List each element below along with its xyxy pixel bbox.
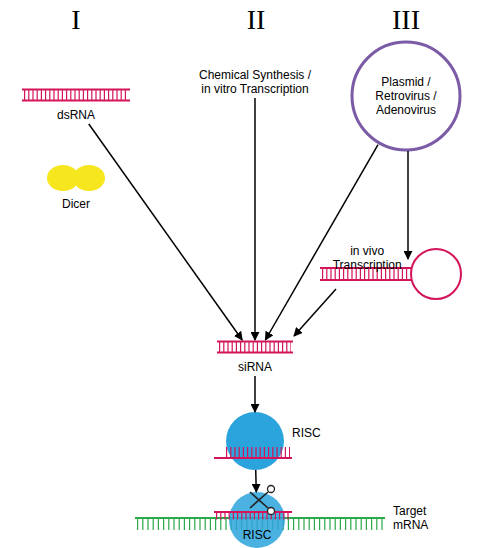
- flow-arrow: [265, 145, 378, 340]
- base-pairs: [24, 90, 128, 100]
- scissors-handle: [268, 486, 275, 493]
- risc-body: [226, 412, 284, 470]
- node-label: RISC: [229, 528, 285, 542]
- node-label: Plasmid / Retrovirus / Adenovirus: [371, 75, 441, 117]
- risc-complex: RISC: [226, 412, 284, 470]
- node-label: Chemical Synthesis / in vitro Transcript…: [196, 68, 314, 96]
- processing-arrow: [294, 289, 336, 336]
- flow-arrow: [89, 124, 242, 340]
- edge-label: in vivo Transcription: [330, 244, 405, 272]
- flow-arrow: [254, 376, 256, 412]
- flow-arrow: [254, 98, 256, 340]
- strand-backbone: [22, 90, 130, 101]
- node-label: Dicer: [45, 197, 107, 211]
- sirna-duplex: siRNA: [215, 340, 295, 376]
- vector-outline: [352, 42, 460, 150]
- dicer-enzyme: Dicer: [45, 163, 107, 215]
- node-label: dsRNA: [20, 108, 132, 122]
- node-label: siRNA: [215, 360, 295, 374]
- vector-circle: Plasmid / Retrovirus / Adenovirus: [350, 40, 462, 152]
- base-pairs: [219, 342, 291, 352]
- flow-arrow: [255, 470, 257, 492]
- dsrna-duplex: dsRNA: [20, 88, 132, 124]
- risc-complex: RISC: [229, 492, 285, 548]
- mrna-backbone: [135, 517, 385, 519]
- method-text: Chemical Synthesis / in vitro Transcript…: [196, 68, 314, 98]
- mrna-bases: [137, 518, 383, 530]
- transcription-arrow: [407, 151, 409, 259]
- risc-body: [229, 492, 285, 548]
- strand-backbone: [217, 342, 293, 353]
- risc-complex-shape: [226, 412, 284, 470]
- pathway-number: I: [46, 5, 106, 35]
- pathway-number: III: [376, 5, 436, 35]
- node-label: Target mRNA: [393, 504, 441, 532]
- hairpin-loop: [411, 249, 461, 299]
- pathway-number: II: [226, 5, 286, 35]
- dicer-lobe: [73, 165, 105, 191]
- node-label: RISC: [292, 426, 332, 440]
